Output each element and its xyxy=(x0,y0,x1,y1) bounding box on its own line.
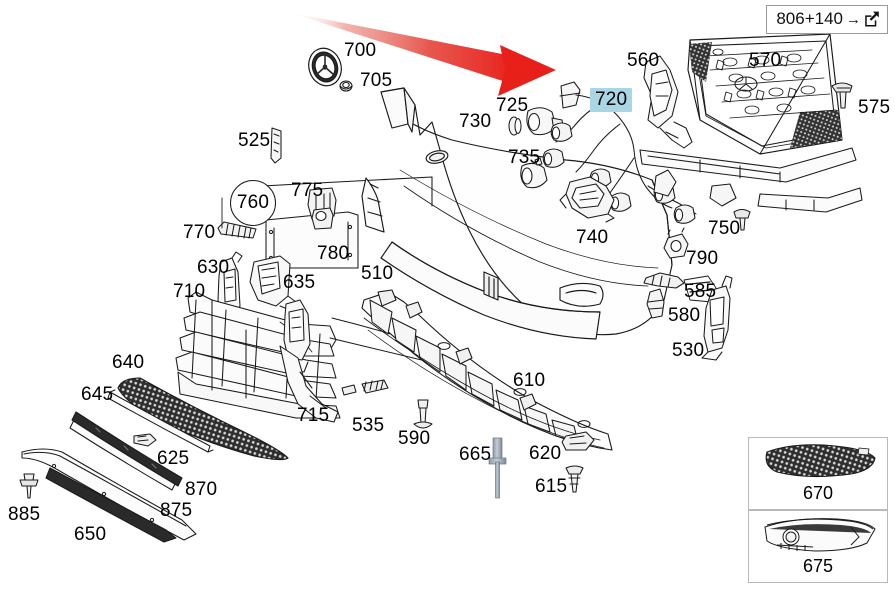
part-label-700[interactable]: 700 xyxy=(344,40,377,61)
clip-525 xyxy=(270,127,282,164)
arrow-right-icon: → xyxy=(846,10,861,28)
rivet-885 xyxy=(19,473,39,499)
part-label-750[interactable]: 750 xyxy=(708,218,741,239)
clip-535 xyxy=(341,379,389,396)
part-label-510[interactable]: 510 xyxy=(361,263,394,284)
part-label-640[interactable]: 640 xyxy=(112,352,145,373)
part-label-615[interactable]: 615 xyxy=(535,476,568,497)
radiator-grille-570 xyxy=(687,33,843,155)
clip-620 xyxy=(561,431,595,451)
part-label-560[interactable]: 560 xyxy=(627,50,660,71)
part-label-570[interactable]: 570 xyxy=(749,50,782,71)
inset-caption-675: 675 xyxy=(802,556,834,576)
part-label-580[interactable]: 580 xyxy=(668,305,701,326)
bracket-530 xyxy=(701,275,733,361)
part-label-780[interactable]: 780 xyxy=(317,243,350,264)
clip-790 xyxy=(663,227,689,259)
part-label-590[interactable]: 590 xyxy=(398,428,431,449)
part-label-610[interactable]: 610 xyxy=(513,370,546,391)
pdc-sensor-735 xyxy=(520,157,548,189)
part-label-715[interactable]: 715 xyxy=(297,405,330,426)
plug-580 xyxy=(646,288,665,319)
trim-strip-645 xyxy=(107,389,214,453)
part-label-760[interactable]: 760 xyxy=(230,180,276,226)
rivet-665 xyxy=(488,437,507,499)
part-label-885[interactable]: 885 xyxy=(8,504,41,525)
grille-support-bar xyxy=(639,147,863,213)
part-label-790[interactable]: 790 xyxy=(686,248,719,269)
mercedes-star-emblem xyxy=(308,47,342,87)
nut-780 xyxy=(311,207,334,230)
part-label-710[interactable]: 710 xyxy=(173,281,206,302)
pdc-sensor-730 xyxy=(508,116,522,136)
part-label-665[interactable]: 665 xyxy=(459,444,492,465)
inset-panel-670[interactable]: 670 xyxy=(748,437,888,510)
part-label-740[interactable]: 740 xyxy=(576,227,609,248)
trim-strip-875 xyxy=(71,411,183,487)
edit-pencil-square-icon[interactable] xyxy=(864,11,880,27)
trim-clip-625 xyxy=(133,433,157,447)
screw-750 xyxy=(733,208,751,231)
part-label-645[interactable]: 645 xyxy=(81,384,114,405)
part-label-725[interactable]: 725 xyxy=(496,95,529,116)
page-reference-badge[interactable]: 806+140 → xyxy=(766,5,888,34)
part-label-650[interactable]: 650 xyxy=(74,524,107,545)
part-label-620[interactable]: 620 xyxy=(529,443,562,464)
front-bumper-cover-510 xyxy=(361,87,717,340)
screw-575 xyxy=(831,82,853,109)
part-label-735[interactable]: 735 xyxy=(508,147,541,168)
trim-strip-lower-dark xyxy=(45,467,177,543)
part-label-625[interactable]: 625 xyxy=(157,448,190,469)
part-label-635[interactable]: 635 xyxy=(283,272,316,293)
bolt-590 xyxy=(413,399,433,429)
harness-bracket-740 xyxy=(559,176,615,223)
lower-mesh-grille-640 xyxy=(117,377,289,461)
pin-585 xyxy=(643,272,685,289)
part-label-870[interactable]: 870 xyxy=(185,479,218,500)
part-label-585[interactable]: 585 xyxy=(684,281,717,302)
part-label-530[interactable]: 530 xyxy=(672,340,705,361)
bracket-715 xyxy=(279,299,339,423)
mesh-grille-art xyxy=(749,438,887,483)
part-label-705[interactable]: 705 xyxy=(360,70,393,91)
inset-panel-675[interactable]: 675 xyxy=(748,510,888,583)
grille-bracket-560 xyxy=(643,55,693,149)
part-label-875[interactable]: 875 xyxy=(160,500,193,521)
red-annotation-arrow xyxy=(288,12,556,96)
part-label-630[interactable]: 630 xyxy=(197,257,230,278)
inset-caption-670: 670 xyxy=(802,483,834,503)
part-label-720[interactable]: 720 xyxy=(590,88,633,112)
part-label-730[interactable]: 730 xyxy=(459,111,492,132)
screw-770 xyxy=(217,221,257,239)
fog-lamp-trim-art xyxy=(749,511,887,556)
badge-text: 806+140 xyxy=(776,9,843,28)
trim-strip-650 xyxy=(21,448,197,541)
part-label-535[interactable]: 535 xyxy=(352,415,385,436)
part-label-770[interactable]: 770 xyxy=(183,222,216,243)
part-label-775[interactable]: 775 xyxy=(291,180,324,201)
emblem-grommet-705 xyxy=(339,80,353,92)
screw-615 xyxy=(565,465,584,493)
part-label-525[interactable]: 525 xyxy=(238,130,271,151)
part-label-575[interactable]: 575 xyxy=(858,97,891,118)
